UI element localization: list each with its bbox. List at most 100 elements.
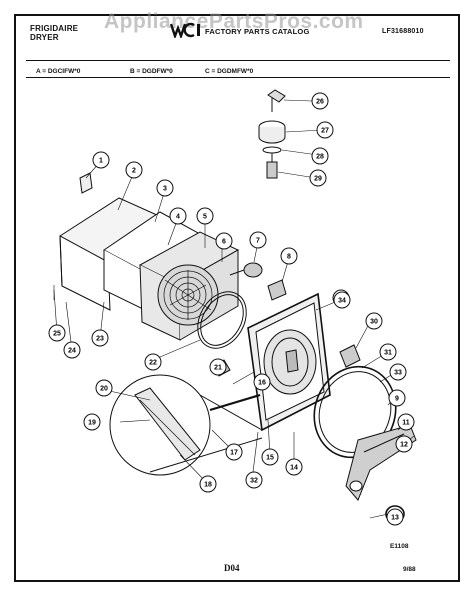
callout-label: 3 [163, 186, 167, 193]
callout-5: 5 [196, 207, 214, 225]
seal-ring [197, 291, 247, 349]
callout-circle [156, 179, 174, 197]
header-rule [26, 60, 450, 61]
callout-1: 1 [92, 151, 110, 169]
callout-label: 13 [391, 515, 399, 522]
callout-circle [91, 329, 109, 347]
callout-circle [209, 358, 227, 376]
callout-13: 13 [386, 508, 404, 526]
callout-label: 11 [402, 420, 410, 427]
brand-name: FRIGIDAIRE [30, 24, 79, 33]
callout-14: 14 [285, 458, 303, 476]
callout-label: 1 [99, 158, 103, 165]
callout-circle [253, 373, 271, 391]
callout-28: 28 [311, 147, 329, 165]
callout-label: 5 [203, 214, 207, 221]
callout-23: 23 [91, 329, 109, 347]
callout-26: 26 [311, 92, 329, 110]
callout-circle [144, 353, 162, 371]
callout-15: 15 [261, 448, 279, 466]
callout-12: 12 [395, 435, 413, 453]
callout-18: 18 [199, 475, 217, 493]
callout-34: 34 [333, 291, 351, 309]
callout-label: 14 [290, 465, 298, 472]
callout-label: 4 [176, 214, 180, 221]
callout-label: 22 [149, 360, 157, 367]
door-ring [313, 365, 397, 459]
callout-circle [245, 471, 263, 489]
callout-25: 25 [48, 324, 66, 342]
timer-knob-assembly [258, 89, 286, 179]
callout-33: 33 [389, 363, 407, 381]
callout-circle [249, 231, 267, 249]
detail-magnifier [109, 374, 211, 476]
model-a: A = DGCIFW*0 [36, 68, 81, 75]
callout-circle [83, 413, 101, 431]
callout-24: 24 [63, 341, 81, 359]
callout-label: 33 [394, 370, 402, 377]
callout-19: 19 [83, 413, 101, 431]
wci-logo-icon [170, 22, 200, 38]
callout-4: 4 [169, 207, 187, 225]
callout-circle [196, 207, 214, 225]
callout-label: 30 [370, 319, 378, 326]
callout-29: 29 [309, 169, 327, 187]
callout-circle [92, 151, 110, 169]
catalog-title: FACTORY PARTS CATALOG [205, 27, 310, 36]
callout-circle [225, 443, 243, 461]
callout-circle [333, 291, 351, 309]
callout-circle [199, 475, 217, 493]
callout-label: 20 [100, 386, 108, 393]
callout-17: 17 [225, 443, 243, 461]
callout-circle [388, 389, 406, 407]
model-c: C = DGDMFW*0 [205, 68, 254, 75]
callout-circle [125, 161, 143, 179]
callout-circle [169, 207, 187, 225]
page-code: D04 [224, 563, 240, 573]
callout-label: 31 [384, 350, 392, 357]
callout-16: 16 [253, 373, 271, 391]
callout-circle [95, 379, 113, 397]
callout-20: 20 [95, 379, 113, 397]
callout-group: 1234567891011121314151617181920212223242… [48, 92, 415, 526]
callout-label: 18 [204, 482, 212, 489]
callout-circle [316, 121, 334, 139]
callout-circle [386, 508, 404, 526]
callout-circle [48, 324, 66, 342]
callout-label: 8 [287, 254, 291, 261]
callout-11: 11 [397, 413, 415, 431]
callout-circle [309, 169, 327, 187]
callout-9: 9 [388, 389, 406, 407]
callout-label: 6 [222, 239, 226, 246]
callout-circle [365, 312, 383, 330]
callout-label: 21 [214, 365, 222, 372]
callout-label: 15 [266, 455, 274, 462]
callout-label: 27 [321, 128, 329, 135]
clip-part [79, 172, 93, 194]
callout-label: 16 [258, 380, 266, 387]
callout-31: 31 [379, 343, 397, 361]
model-rule [26, 77, 450, 78]
callout-circle [261, 448, 279, 466]
callout-circle [389, 363, 407, 381]
callout-label: 9 [395, 396, 399, 403]
revision-date: 9/88 [403, 566, 416, 573]
callout-circle [395, 435, 413, 453]
callout-3: 3 [156, 179, 174, 197]
callout-label: 19 [88, 420, 96, 427]
callout-8: 8 [280, 247, 298, 265]
figure-code: E1108 [390, 543, 409, 550]
callout-label: 25 [53, 331, 61, 338]
callout-circle [311, 147, 329, 165]
callout-circle [311, 92, 329, 110]
callout-label: 2 [132, 168, 136, 175]
callout-label: 34 [338, 298, 346, 305]
callout-7: 7 [249, 231, 267, 249]
callout-circle [63, 341, 81, 359]
product-type: DRYER [30, 33, 59, 42]
callout-circle [215, 232, 233, 250]
callout-27: 27 [316, 121, 334, 139]
callout-label: 17 [230, 450, 238, 457]
callout-label: 32 [250, 478, 258, 485]
